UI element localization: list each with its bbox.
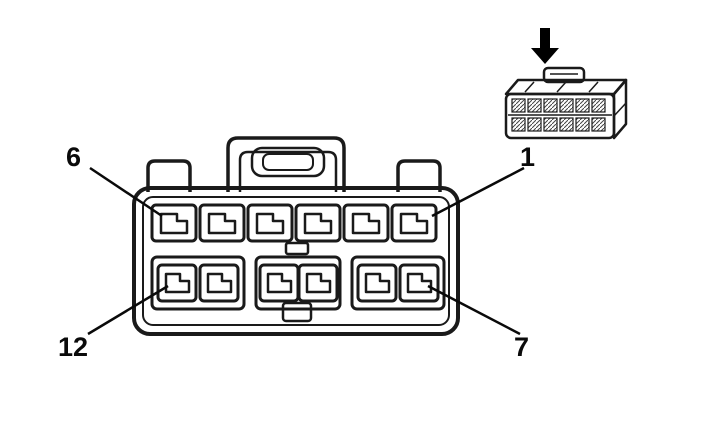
latch-middle [238,150,338,192]
bottom-key [281,301,313,323]
right-mount-tab [396,159,442,192]
thumb-latch [542,66,586,84]
thumb-front-face [504,92,616,140]
connector-front-view [132,136,460,336]
pin-row-top [150,203,438,243]
latch-outer [226,136,346,192]
housing-outline [132,186,460,336]
leader-pin-7 [427,284,521,336]
pin-label-12: 12 [58,332,89,362]
left-mount-tab [146,159,192,192]
leader-pin-1 [431,166,525,218]
pin-label-7: 7 [514,332,530,362]
leader-pin-12 [87,284,169,336]
pin-label-1: 1 [520,142,536,172]
leader-pin-6 [89,166,163,218]
pin-row-bottom [150,255,446,311]
leader-lines [87,166,525,336]
latch-inner [250,146,326,178]
down-arrow-icon [531,28,559,64]
latch-core [262,153,314,171]
connector-thumbnail [504,28,628,140]
thumb-terminals [511,98,606,132]
housing-inner-wall [142,196,450,326]
pin-label-6: 6 [66,142,82,172]
center-key [284,241,310,256]
